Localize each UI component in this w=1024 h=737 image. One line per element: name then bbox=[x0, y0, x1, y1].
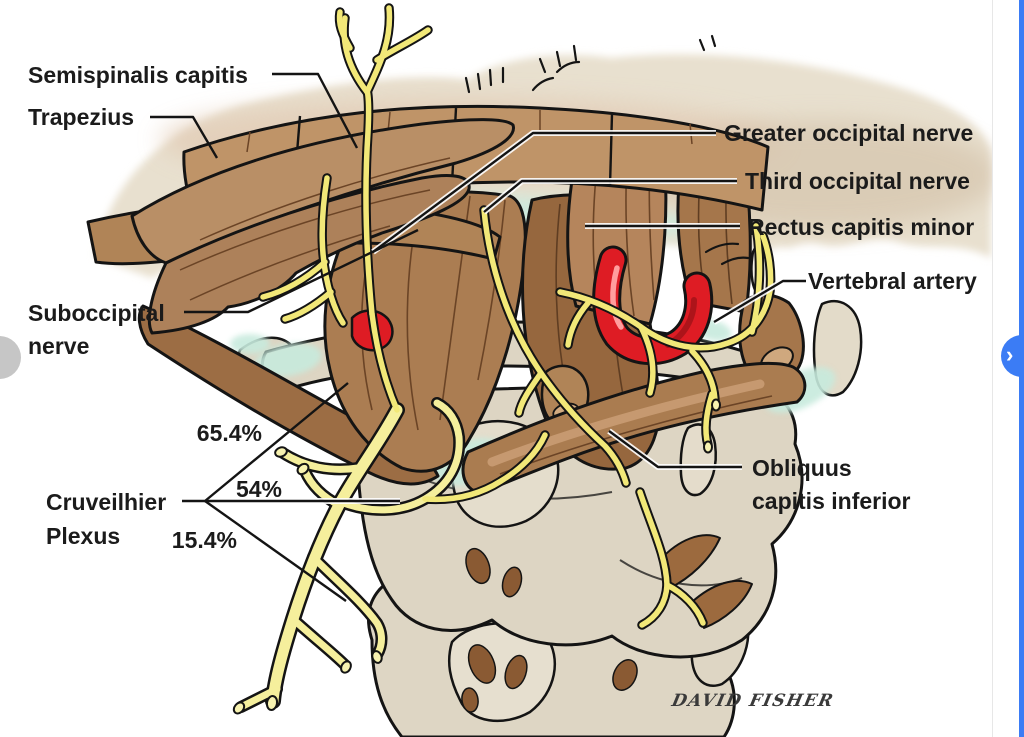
vertebral-artery-shape bbox=[592, 245, 714, 366]
label-pct-15: 15.4% bbox=[172, 527, 237, 553]
chevron-right-icon: › bbox=[1006, 342, 1014, 367]
next-image-button[interactable]: › bbox=[1001, 335, 1024, 377]
label-cruveilhier-line2: Plexus bbox=[46, 523, 120, 549]
artist-signature: DAVID FISHER bbox=[669, 691, 836, 711]
label-pct-54: 54% bbox=[236, 476, 282, 502]
nerve-shapes bbox=[232, 8, 771, 715]
label-obliquus-line2: capitis inferior bbox=[752, 488, 911, 514]
label-suboccipital-line2: nerve bbox=[28, 333, 89, 359]
label-semispinalis-capitis: Semispinalis capitis bbox=[28, 62, 248, 88]
content-edge-divider bbox=[992, 0, 993, 737]
hatch-marks bbox=[464, 34, 750, 266]
previous-image-button[interactable] bbox=[0, 336, 21, 379]
label-greater-occipital-nerve: Greater occipital nerve bbox=[724, 120, 973, 146]
label-obliquus-line1: Obliquus bbox=[752, 455, 852, 481]
label-suboccipital-line1: Suboccipital bbox=[28, 300, 165, 326]
figure-labels: Semispinalis capitis Trapezius Greater o… bbox=[28, 62, 977, 711]
anatomy-illustration: Semispinalis capitis Trapezius Greater o… bbox=[28, 0, 993, 737]
label-vertebral-artery: Vertebral artery bbox=[808, 268, 977, 294]
label-cruveilhier-line1: Cruveilhier bbox=[46, 489, 166, 515]
label-third-occipital-nerve: Third occipital nerve bbox=[745, 168, 970, 194]
label-rectus-capitis-minor: Rectus capitis minor bbox=[748, 214, 974, 240]
label-trapezius: Trapezius bbox=[28, 104, 134, 130]
label-pct-65: 65.4% bbox=[197, 420, 262, 446]
